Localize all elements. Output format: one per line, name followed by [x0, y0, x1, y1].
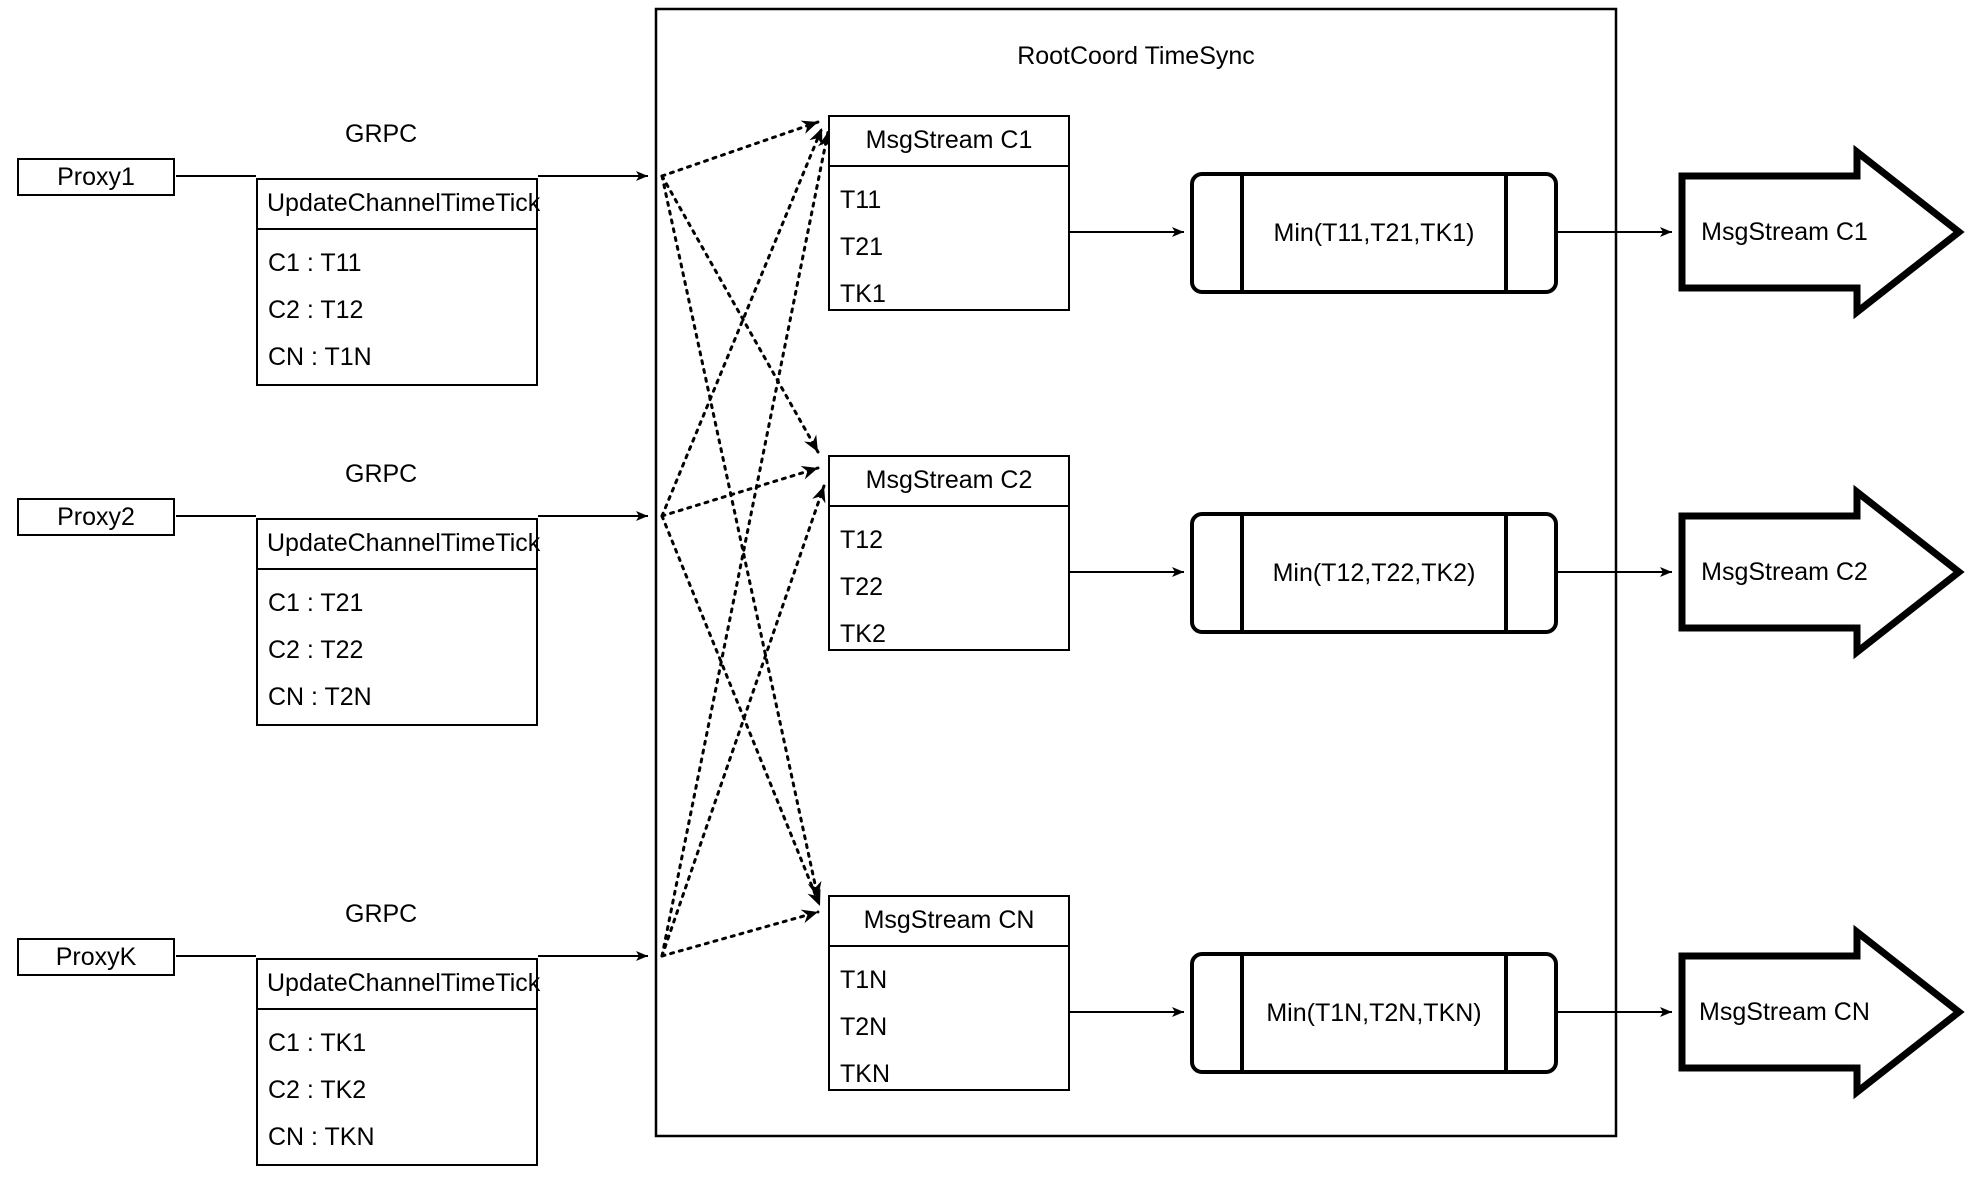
dotted-edges-from-proxyk: [660, 130, 832, 958]
table-row: C2 : TK2: [268, 1076, 367, 1104]
output-label-c1: MsgStream C1: [1701, 217, 1868, 246]
grpc-label-2: GRPC: [345, 460, 418, 488]
table-row: T21: [840, 233, 884, 261]
update-channel-timetick-table-k[interactable]: UpdateChannelTimeTick C1 : TK1 C2 : TK2 …: [256, 958, 540, 1166]
min-box-cn[interactable]: Min(T1N,T2N,TKN): [1190, 952, 1558, 1074]
grpc-label-k: GRPC: [345, 900, 418, 928]
table-body-2: C1 : T21 C2 : T22 CN : T2N: [258, 570, 536, 724]
update-channel-timetick-table-1[interactable]: UpdateChannelTimeTick C1 : T11 C2 : T12 …: [256, 178, 540, 386]
msgstream-box-c2[interactable]: MsgStream C2 T12 T22 TK2: [828, 455, 1070, 651]
update-channel-timetick-table-2[interactable]: UpdateChannelTimeTick C1 : T21 C2 : T22 …: [256, 518, 540, 726]
table-row: CN : TKN: [268, 1123, 375, 1151]
proxy-box-2[interactable]: Proxy2: [17, 498, 175, 536]
table-row: C1 : T11: [268, 249, 362, 277]
msgstream-body-c2: T12 T22 TK2: [830, 507, 1068, 658]
output-stream-c2[interactable]: MsgStream C2: [1682, 516, 1959, 628]
min-box-c1[interactable]: Min(T11,T21,TK1): [1190, 172, 1558, 294]
output-stream-cn[interactable]: MsgStream CN: [1682, 956, 1959, 1068]
table-row: CN : T1N: [268, 343, 372, 371]
table-body-1: C1 : T11 C2 : T12 CN : T1N: [258, 230, 536, 384]
table-row: TK2: [840, 620, 886, 648]
table-body-k: C1 : TK1 C2 : TK2 CN : TKN: [258, 1010, 536, 1164]
proxy-label-1: Proxy1: [57, 162, 135, 191]
min-label-c1: Min(T11,T21,TK1): [1273, 218, 1475, 247]
table-row: T22: [840, 573, 884, 601]
output-label-cn: MsgStream CN: [1699, 997, 1870, 1026]
min-box-right-bar: [1504, 952, 1508, 1074]
proxy-label-2: Proxy2: [57, 502, 135, 531]
min-box-left-bar: [1240, 952, 1244, 1074]
table-row: CN : T2N: [268, 683, 372, 711]
dotted-edges-from-proxy2: [660, 126, 824, 908]
table-row: TK1: [840, 280, 886, 308]
msgstream-body-cn: T1N T2N TKN: [830, 947, 1068, 1098]
msgstream-title-cn: MsgStream CN: [830, 897, 1068, 947]
min-box-left-bar: [1240, 172, 1244, 294]
table-title-2: UpdateChannelTimeTick: [258, 520, 540, 570]
dotted-edges-from-proxy1: [660, 120, 822, 900]
table-row: TKN: [840, 1060, 890, 1088]
min-box-right-bar: [1504, 512, 1508, 634]
msgstream-title-c1: MsgStream C1: [830, 117, 1068, 167]
table-row: T2N: [840, 1013, 888, 1041]
table-title-1: UpdateChannelTimeTick: [258, 180, 540, 230]
table-row: T11: [840, 186, 882, 214]
table-row: T12: [840, 526, 884, 554]
msgstream-body-c1: T11 T21 TK1: [830, 167, 1068, 318]
proxy-label-k: ProxyK: [55, 942, 137, 971]
grpc-label-1: GRPC: [345, 120, 418, 148]
edge-min-to-output: [1558, 227, 1672, 1017]
output-label-c2: MsgStream C2: [1701, 557, 1868, 586]
msgstream-box-cn[interactable]: MsgStream CN T1N T2N TKN: [828, 895, 1070, 1091]
edge-msgstream-to-min: [1070, 227, 1184, 1017]
msgstream-box-c1[interactable]: MsgStream C1 T11 T21 TK1: [828, 115, 1070, 311]
table-row: C1 : T21: [268, 589, 364, 617]
table-title-k: UpdateChannelTimeTick: [258, 960, 540, 1010]
min-label-cn: Min(T1N,T2N,TKN): [1266, 998, 1482, 1027]
table-row: C2 : T22: [268, 636, 364, 664]
min-box-c2[interactable]: Min(T12,T22,TK2): [1190, 512, 1558, 634]
msgstream-title-c2: MsgStream C2: [830, 457, 1068, 507]
table-row: C2 : T12: [268, 296, 364, 324]
table-row: T1N: [840, 966, 888, 994]
table-row: C1 : TK1: [268, 1029, 367, 1057]
proxy-box-k[interactable]: ProxyK: [17, 938, 175, 976]
min-label-c2: Min(T12,T22,TK2): [1272, 558, 1476, 587]
proxy-box-1[interactable]: Proxy1: [17, 158, 175, 196]
rootcoord-container-title: RootCoord TimeSync: [1017, 42, 1255, 70]
min-box-right-bar: [1504, 172, 1508, 294]
output-stream-c1[interactable]: MsgStream C1: [1682, 176, 1959, 288]
min-box-left-bar: [1240, 512, 1244, 634]
